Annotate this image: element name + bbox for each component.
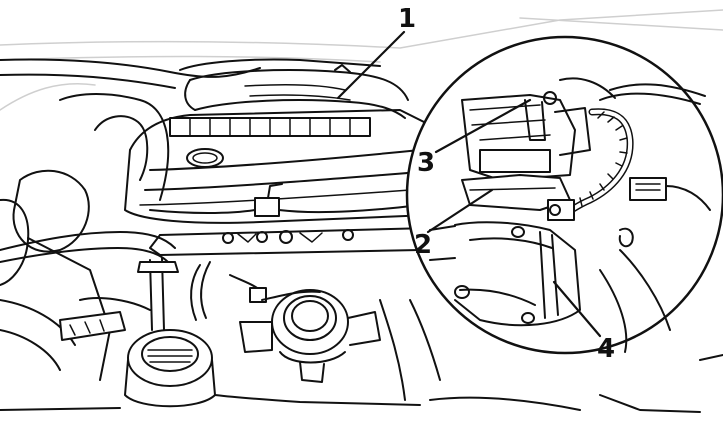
callout-1: 1: [398, 4, 417, 34]
left-fender: [0, 93, 170, 381]
intake-manifold: [149, 227, 441, 256]
leader-line-3: [434, 98, 532, 154]
callout-2: 2: [414, 230, 433, 260]
callout-4: 4: [597, 334, 616, 364]
cover-sensor: [149, 183, 421, 217]
valve-cover: [124, 109, 441, 224]
leader-line-2: [426, 188, 494, 234]
background-outlines: [0, 9, 723, 111]
leader-line-4: [552, 280, 602, 338]
hood-rails: [0, 58, 381, 89]
detail-magnifier: [405, 35, 723, 355]
lower-structure: [0, 299, 723, 413]
throttle-body: [239, 287, 381, 383]
callout-3: 3: [417, 148, 436, 178]
leader-lines: [336, 30, 602, 338]
oil-filler-cap: [124, 329, 216, 408]
leader-line-1: [336, 30, 406, 100]
